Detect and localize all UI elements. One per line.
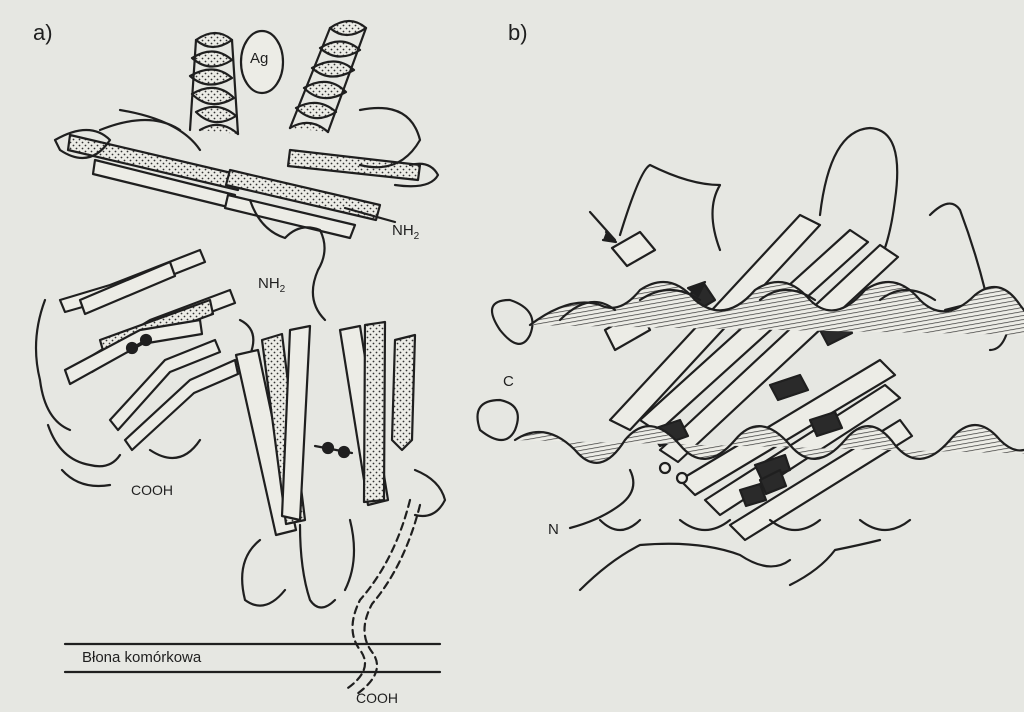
disulfide-circle xyxy=(658,461,672,475)
left-domain xyxy=(34,248,255,488)
membrane-label: Błona komórkowa xyxy=(82,649,202,666)
right-domain xyxy=(234,320,447,609)
disulfide-circle xyxy=(675,471,689,485)
arrow-marker xyxy=(601,230,618,244)
antigen-label: Ag xyxy=(250,50,269,67)
beta-sheet xyxy=(603,213,972,542)
panel-a-label: a) xyxy=(33,20,53,45)
loop-connector xyxy=(248,198,327,322)
transmembrane-tail xyxy=(355,503,422,696)
top-loop xyxy=(818,126,899,262)
arrowhead-marker xyxy=(686,280,707,298)
n-terminus-tail xyxy=(568,468,635,530)
nh2-label-mid: NH2 xyxy=(258,275,286,295)
lower-helix xyxy=(476,398,1024,532)
nh2-label-top: NH2 xyxy=(392,222,420,242)
bottom-loop xyxy=(578,538,882,592)
n-terminus-label: N xyxy=(548,521,559,538)
cooh-label-bottom: COOH xyxy=(356,690,398,706)
panel-a-drawing xyxy=(34,19,447,696)
cooh-label-left: COOH xyxy=(131,482,173,498)
panel-b-drawing xyxy=(476,126,1024,592)
right-helix xyxy=(288,19,368,134)
transmembrane-tail xyxy=(343,498,412,692)
platform-strands xyxy=(53,106,440,240)
left-helix xyxy=(188,31,240,136)
upper-helix xyxy=(490,280,1024,345)
left-top-loop xyxy=(618,163,722,252)
antigen-ellipse xyxy=(239,29,285,95)
panel-b-label: b) xyxy=(508,20,528,45)
c-terminus-label: C xyxy=(503,373,514,390)
